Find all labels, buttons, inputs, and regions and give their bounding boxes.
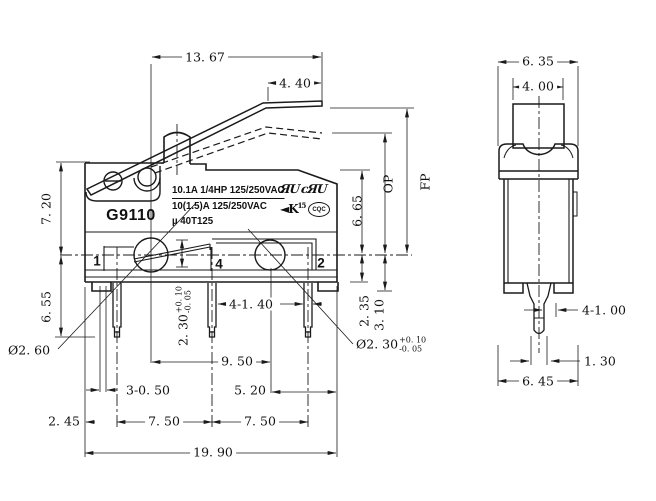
dim-top-right-to-centerline-label: 6. 65 (349, 195, 365, 227)
dim-hole2-to-edge-label: 5. 20 (231, 383, 269, 397)
terminal-2-label: 2 (317, 255, 325, 271)
side-view-outline (498, 103, 579, 335)
c-ul-recognized-icon: cЯU (300, 182, 328, 196)
k-certification-icon: ◄K15 (280, 201, 306, 216)
terminal-4-label: 4 (215, 256, 223, 272)
dim-hole1-diameter-label: Ø2. 60 (8, 342, 51, 358)
ratings-line-3: µ 40T125 (172, 216, 214, 227)
hinge-plate (85, 166, 161, 202)
dim-pin-pitch-a-label: 7. 50 (145, 414, 183, 428)
dim-pin-pitch-b-label: 7. 50 (241, 414, 279, 428)
lever-free-position (85, 100, 323, 196)
extension-lines (55, 52, 579, 457)
dim-pin-tip-width-label: 1. 30 (584, 353, 616, 369)
front-terminal-pins (112, 283, 313, 338)
dim-centerline-to-pin-tip-label: 6. 55 (38, 291, 54, 323)
dim-hole2-diameter-label: Ø2. 30+0. 10-0. 05 (356, 335, 427, 353)
dim-hole-spacing-label: 9. 50 (218, 354, 256, 368)
op-position-label: OP (380, 174, 396, 194)
terminal-1-label: 1 (93, 253, 101, 269)
dim-centerline-to-bottom-label: 2. 35 (356, 295, 372, 327)
dim-pin-width-label: 4-1. 40 (226, 297, 276, 311)
dim-base-width-label: 6. 45 (519, 374, 557, 388)
ratings-text-block: 10.1A 1/4HP 125/250VAC 10(1.5)A 125/250V… (172, 183, 285, 229)
dim-edge-to-pin1-label: 2. 45 (45, 414, 83, 428)
ul-recognized-icon: ЯU (279, 182, 300, 196)
dim-pin-thickness-label: 4-1. 00 (582, 302, 626, 318)
dim-body-width-label: 19. 90 (190, 445, 236, 459)
dim-lever-length-label: 13. 67 (182, 50, 228, 64)
dim-slot-width-label: 3-0. 50 (123, 383, 173, 397)
lever-operating-position (150, 126, 323, 174)
ratings-line-1: 10.1A 1/4HP 125/250VAC (172, 183, 285, 199)
dim-lever-tip-label: 4. 40 (276, 76, 314, 90)
dim-centerline-to-foot-label: 3. 10 (371, 299, 387, 331)
dim-top-to-centerline-label: 7. 20 (38, 193, 54, 225)
dim-bezel-width-label: 6. 35 (519, 54, 557, 68)
cqc-certification-icon: CQC (308, 202, 330, 217)
front-view-body-outline (84, 131, 339, 292)
center-lines (60, 96, 540, 427)
ratings-line-2: 10(1.5)A 125/250VAC (172, 201, 267, 212)
part-number-label: G9110 (106, 207, 156, 224)
dim-gap-tolerance-label: 2. 30+0. 10-0. 05 (174, 286, 193, 346)
fp-position-label: FP (417, 173, 433, 191)
dim-lever-width-label: 4. 00 (519, 79, 557, 93)
